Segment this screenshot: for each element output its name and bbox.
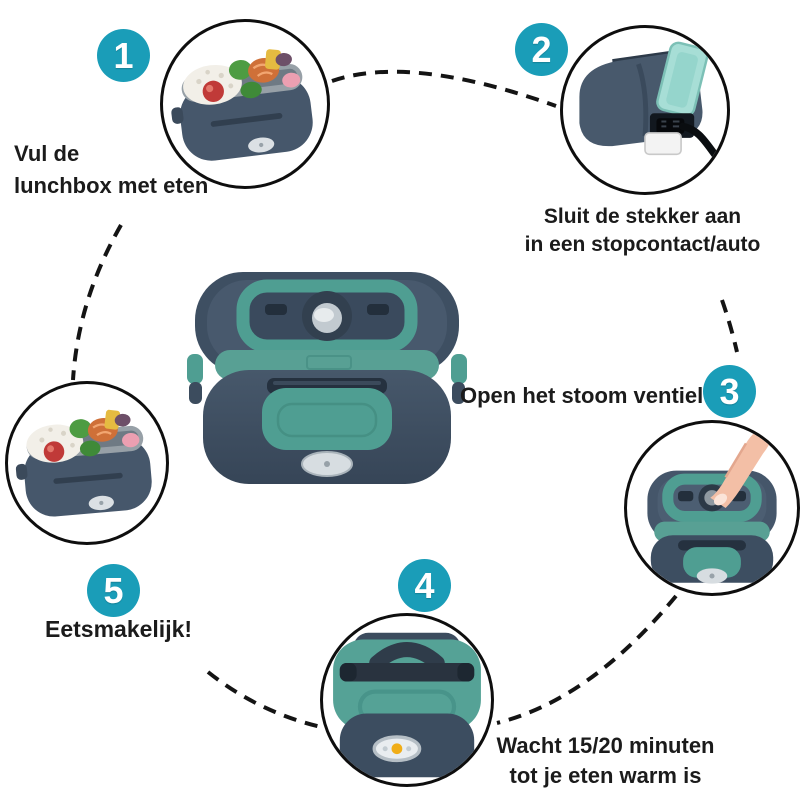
finger	[710, 426, 773, 508]
connector-step3-step4	[496, 594, 678, 725]
step-4-line-1: Wacht 15/20 minuten	[496, 733, 715, 758]
step-5-badge: 5	[87, 564, 140, 617]
lettuce	[69, 419, 92, 439]
led-amber-light	[391, 743, 403, 755]
connector-step2-step3	[720, 299, 739, 353]
step-1-photo-circle	[160, 19, 330, 189]
side-clip-right	[451, 354, 467, 384]
egg	[265, 49, 281, 70]
white-adapter	[644, 132, 682, 156]
step-5-number: 5	[103, 569, 124, 611]
egg	[104, 409, 121, 430]
step-2-badge: 2	[515, 23, 568, 76]
step-1-label: Vul de lunchbox met eten	[14, 138, 208, 202]
fingernail	[713, 493, 728, 506]
connector-step1-step5	[71, 224, 123, 381]
step-4-badge: 4	[398, 559, 451, 612]
step-1-badge: 1	[97, 29, 150, 82]
step-4-label: Wacht 15/20 minuten tot je eten warm is	[483, 731, 728, 791]
lunchbox-product-illustration	[187, 272, 467, 484]
step-4-photo-circle	[320, 613, 494, 787]
step-1-number: 1	[113, 34, 134, 76]
step-1-line-2: lunchbox met eten	[14, 173, 209, 198]
step-2-line-1: Sluit de stekker aan	[543, 205, 742, 228]
step-4-number: 4	[414, 564, 435, 606]
pink-garnish	[122, 433, 140, 448]
step-4-line-2: tot je eten warm is	[509, 763, 702, 788]
step-2-label: Sluit de stekker aan in een stopcontact/…	[500, 203, 785, 259]
handle-arch	[369, 642, 445, 671]
plug-into-lunchbox-photo	[579, 41, 721, 162]
handle-bar	[339, 663, 475, 682]
step-3-label: Open het stoom ventiel	[460, 383, 703, 409]
step-3-badge: 3	[703, 365, 756, 418]
finger-pressing-steam-valve-photo	[647, 423, 797, 584]
power-cable	[679, 122, 721, 162]
mint-flap	[656, 41, 709, 117]
step-2-line-2: in een stopcontact/auto	[524, 233, 761, 256]
step-2-number: 2	[531, 28, 552, 70]
step-5-line-1: Eetsmakelijk!	[45, 616, 193, 642]
step-3-photo-circle	[624, 420, 800, 596]
front-latch	[262, 388, 392, 450]
connector-step4-step5	[206, 670, 322, 729]
step-1-line-1: Vul de	[14, 141, 80, 166]
side-clip-left	[187, 354, 203, 384]
step-3-number: 3	[719, 370, 740, 412]
ready-to-eat-lunchbox-photo	[15, 409, 152, 517]
heating-led-indicator-photo	[333, 632, 481, 778]
pink-garnish	[282, 72, 301, 88]
carry-handle	[236, 279, 418, 353]
lettuce	[228, 59, 252, 80]
step-5-label: Eetsmakelijk!	[45, 616, 192, 643]
open-lunchbox-with-food-photo	[171, 49, 313, 161]
step-5-photo-circle	[5, 381, 169, 545]
step-2-photo-circle	[560, 25, 730, 195]
connector-step1-step2	[331, 69, 557, 108]
step-3-line-1: Open het stoom ventiel	[460, 383, 704, 408]
